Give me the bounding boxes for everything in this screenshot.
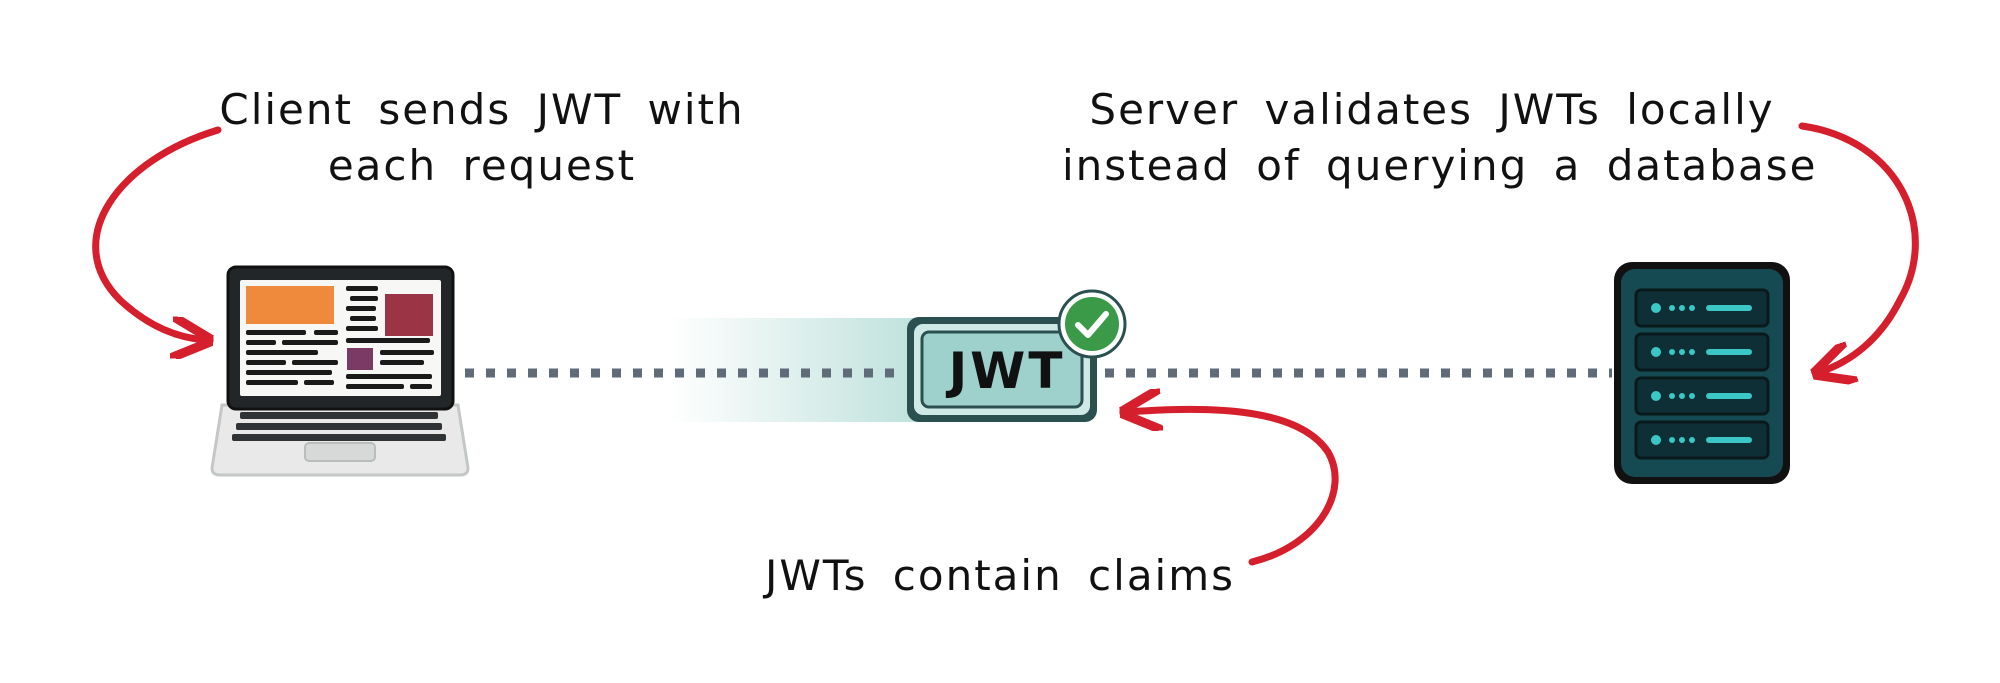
claims-annotation: JWTs contain claims xyxy=(764,551,1236,600)
server-annotation-line-2: instead of querying a database xyxy=(1062,141,1818,190)
checkmark-badge-icon xyxy=(1057,289,1127,359)
arrow-client-label-to-laptop xyxy=(92,126,222,340)
laptop-icon xyxy=(210,265,470,477)
arrow-claims-label-to-token xyxy=(1128,409,1339,566)
server-annotation: Server validates JWTs locally instead of… xyxy=(1062,82,1818,194)
jwt-token-label: JWT xyxy=(948,342,1066,400)
client-annotation: Client sends JWT with each request xyxy=(212,82,752,194)
server-annotation-line-1: Server validates JWTs locally xyxy=(1089,85,1775,134)
client-annotation-line-1: Client sends JWT with xyxy=(219,85,745,134)
jwt-token-icon xyxy=(907,317,1097,422)
client-annotation-line-2: each request xyxy=(327,141,637,190)
arrow-server-label-to-server xyxy=(1798,122,1919,372)
token-motion-trail xyxy=(670,318,920,422)
server-icon xyxy=(1614,262,1790,484)
